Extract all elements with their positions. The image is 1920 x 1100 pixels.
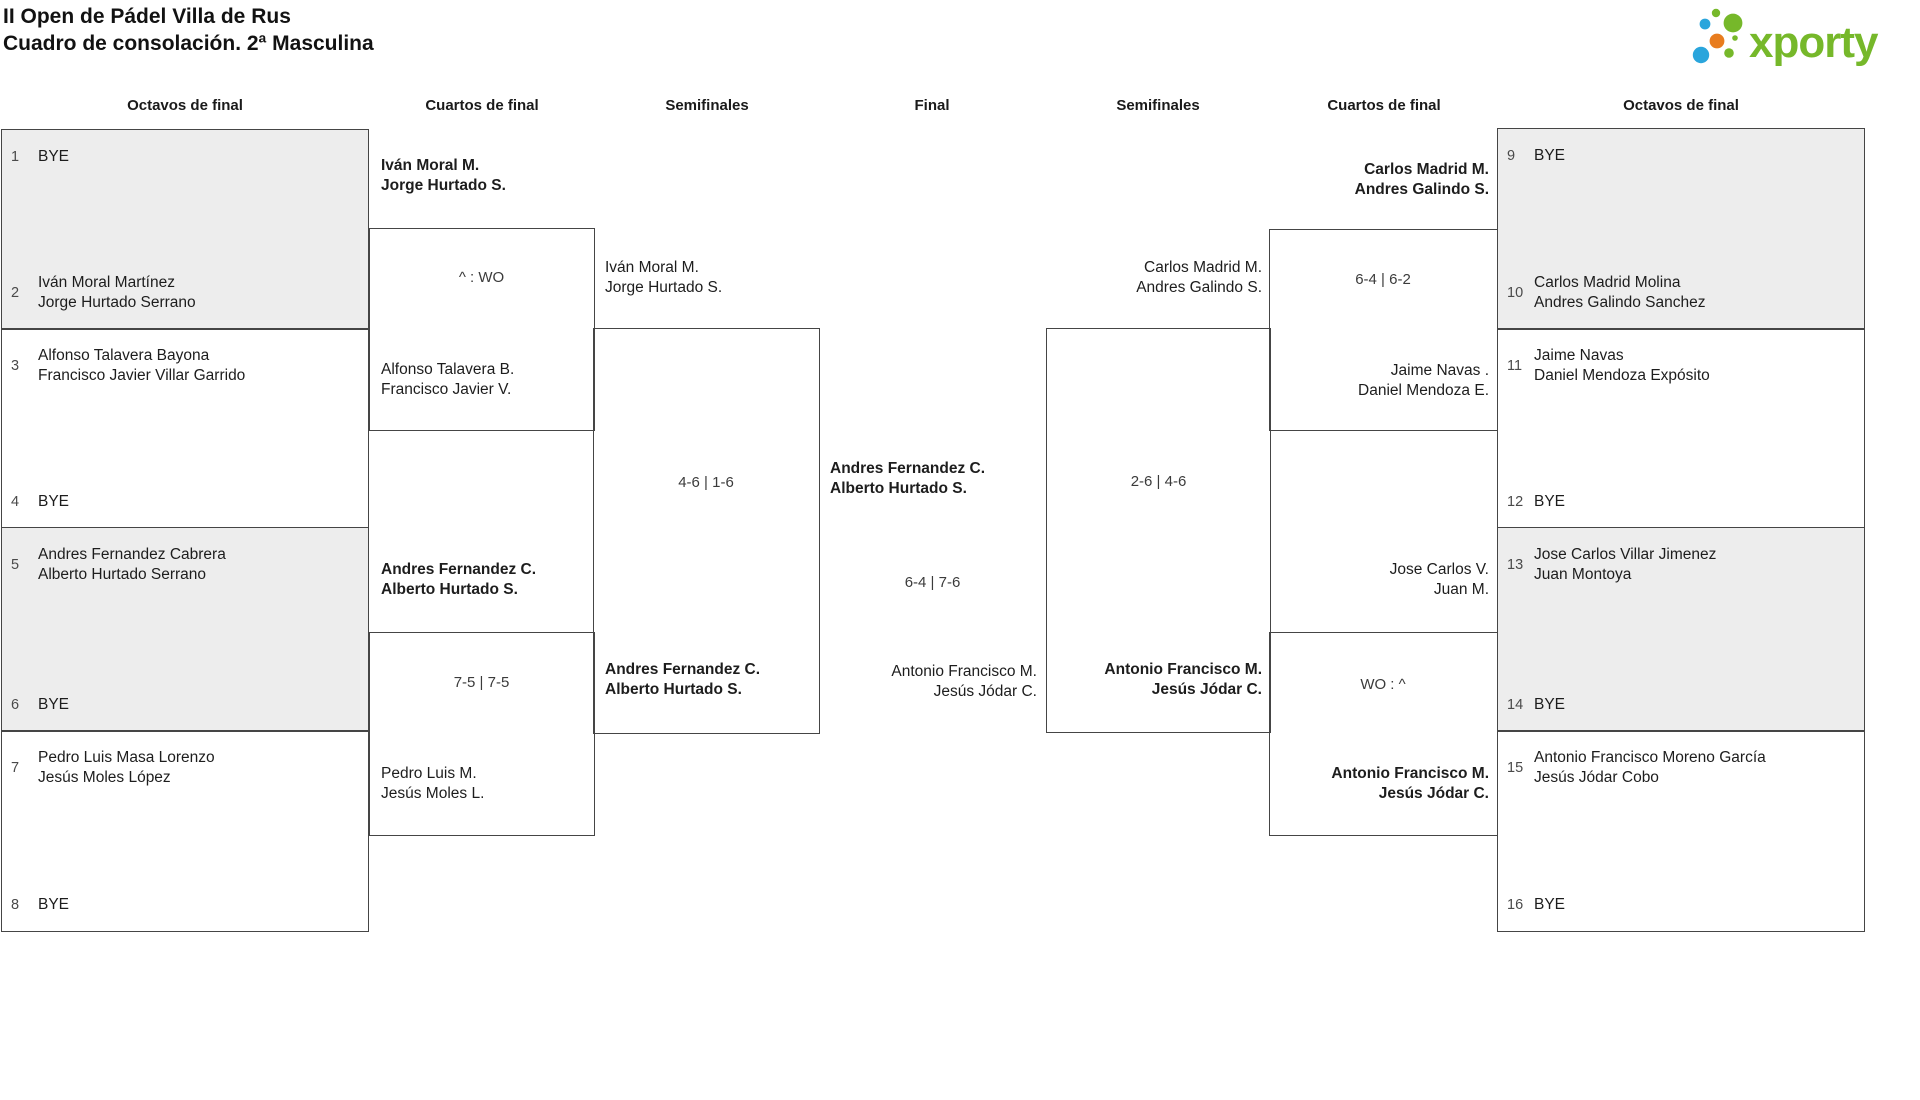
- team-slot: 9 BYE: [1498, 146, 1864, 166]
- match-box-r16-right-4: 15 Antonio Francisco Moreno García Jesús…: [1497, 730, 1865, 932]
- match-box-r16-right-1: 9 BYE 10 Carlos Madrid Molina Andres Gal…: [1497, 128, 1865, 330]
- seed-number: 15: [1507, 760, 1524, 776]
- team-name: Jaime Navas Daniel Mendoza Expósito: [1534, 347, 1710, 384]
- seed-number: 2: [11, 284, 20, 301]
- column-header-cuartos-left: Cuartos de final: [425, 97, 539, 114]
- team-slot: 2 Iván Moral Martínez Jorge Hurtado Serr…: [2, 273, 368, 313]
- column-header-octavos-left: Octavos de final: [127, 97, 243, 114]
- bracket-subtitle: Cuadro de consolación. 2ª Masculina: [3, 32, 374, 55]
- match-box-sf-right: [1046, 328, 1271, 733]
- team-name: Andres Fernandez Cabrera Alberto Hurtado…: [38, 546, 226, 583]
- team-name: Carlos Madrid Molina Andres Galindo Sanc…: [1534, 273, 1706, 311]
- team-slot: 7 Pedro Luis Masa Lorenzo Jesús Moles Ló…: [2, 748, 368, 788]
- sf-left-bottom-team: Andres Fernandez C. Alberto Hurtado S.: [605, 661, 761, 698]
- seed-number: 10: [1507, 284, 1524, 301]
- team-name: Iván Moral Martínez Jorge Hurtado Serran…: [38, 273, 196, 311]
- team-slot: 15 Antonio Francisco Moreno García Jesús…: [1498, 748, 1864, 788]
- team-slot: 12 BYE: [1498, 492, 1864, 512]
- sf-left-score: 4-6 | 1-6: [678, 474, 734, 491]
- page-title: II Open de Pádel Villa de Rus Cuadro de …: [3, 3, 374, 57]
- seed-number: 13: [1507, 557, 1524, 573]
- team-slot: 5 Andres Fernandez Cabrera Alberto Hurta…: [2, 545, 368, 585]
- column-header-semifinales-left: Semifinales: [665, 97, 749, 114]
- qf-left-1-top-team: Iván Moral M. Jorge Hurtado S.: [381, 157, 506, 194]
- seed-number: 14: [1507, 696, 1524, 713]
- xporty-logo: xporty: [1692, 8, 1880, 67]
- seed-number: 12: [1507, 493, 1524, 510]
- seed-number: 5: [11, 557, 20, 573]
- match-box-r16-left-2: 3 Alfonso Talavera Bayona Francisco Javi…: [1, 328, 369, 529]
- seed-number: 6: [11, 696, 20, 713]
- qf-right-1-bottom-team: Jaime Navas . Daniel Mendoza E.: [1358, 362, 1489, 399]
- qf-right-1-top-team: Carlos Madrid M. Andres Galindo S.: [1354, 161, 1489, 198]
- sf-right-score: 2-6 | 4-6: [1130, 473, 1187, 490]
- column-header-octavos-right: Octavos de final: [1623, 97, 1739, 114]
- column-header-semifinales-right: Semifinales: [1116, 97, 1200, 114]
- team-slot: 13 Jose Carlos Villar Jimenez Juan Monto…: [1498, 545, 1864, 585]
- team-name: BYE: [38, 896, 70, 913]
- match-box-r16-right-3: 13 Jose Carlos Villar Jimenez Juan Monto…: [1497, 527, 1865, 732]
- match-box-r16-left-3: 5 Andres Fernandez Cabrera Alberto Hurta…: [1, 527, 369, 732]
- seed-number: 11: [1507, 358, 1523, 374]
- logo-dots-icon: [1692, 8, 1743, 64]
- team-name: Alfonso Talavera Bayona Francisco Javier…: [38, 347, 246, 384]
- team-slot: 6 BYE: [2, 695, 368, 715]
- team-name: BYE: [1534, 492, 1566, 510]
- qf-left-2-top-team: Andres Fernandez C. Alberto Hurtado S.: [381, 561, 537, 598]
- column-header-cuartos-right: Cuartos de final: [1327, 97, 1441, 114]
- match-box-sf-left: [593, 328, 820, 734]
- final-top-team: Andres Fernandez C. Alberto Hurtado S.: [830, 460, 986, 497]
- team-slot: 11 Jaime Navas Daniel Mendoza Expósito: [1498, 346, 1864, 386]
- team-name: BYE: [38, 148, 70, 165]
- match-box-r16-right-2: 11 Jaime Navas Daniel Mendoza Expósito 1…: [1497, 328, 1865, 529]
- qf-left-1-score: ^ : WO: [458, 269, 505, 286]
- logo-wordmark: xporty: [1749, 18, 1879, 67]
- sf-right-top-team: Carlos Madrid M. Andres Galindo S.: [1136, 259, 1262, 296]
- team-name: BYE: [1534, 896, 1566, 913]
- seed-number: 4: [11, 493, 20, 510]
- qf-right-2-bottom-team: Antonio Francisco M. Jesús Jódar C.: [1331, 765, 1489, 802]
- team-name: Pedro Luis Masa Lorenzo Jesús Moles Lópe…: [38, 749, 215, 786]
- qf-right-1-score: 6-4 | 6-2: [1355, 271, 1411, 288]
- team-slot: 10 Carlos Madrid Molina Andres Galindo S…: [1498, 273, 1864, 313]
- match-box-r16-left-1: 1 BYE 2 Iván Moral Martínez Jorge Hurtad…: [1, 129, 369, 330]
- team-name: BYE: [38, 492, 70, 510]
- qf-right-2-top-team: Jose Carlos V. Juan M.: [1389, 561, 1489, 598]
- match-box-qf-right-2: [1269, 632, 1498, 836]
- seed-number: 3: [11, 358, 20, 374]
- column-header-final: Final: [914, 97, 950, 114]
- sf-left-top-team: Iván Moral M. Jorge Hurtado S.: [605, 259, 723, 296]
- tournament-title: II Open de Pádel Villa de Rus: [3, 5, 291, 28]
- seed-number: 8: [11, 897, 20, 913]
- team-slot: 3 Alfonso Talavera Bayona Francisco Javi…: [2, 346, 368, 386]
- seed-number: 7: [11, 760, 20, 776]
- qf-right-2-score: WO : ^: [1360, 676, 1406, 693]
- team-name: Antonio Francisco Moreno García Jesús Jó…: [1534, 749, 1766, 786]
- match-box-qf-left-2: [369, 632, 595, 836]
- team-name: BYE: [38, 695, 70, 713]
- team-slot: 8 BYE: [2, 895, 368, 915]
- qf-left-2-score: 7-5 | 7-5: [453, 674, 510, 691]
- team-name: BYE: [1534, 147, 1566, 164]
- team-name: Jose Carlos Villar Jimenez Juan Montoya: [1534, 546, 1717, 583]
- final-bottom-team: Antonio Francisco M. Jesús Jódar C.: [891, 663, 1037, 700]
- match-box-qf-left-1: [369, 228, 595, 431]
- seed-number: 16: [1507, 897, 1524, 913]
- team-slot: 1 BYE: [2, 147, 368, 167]
- team-slot: 16 BYE: [1498, 895, 1864, 915]
- match-box-qf-right-1: [1269, 229, 1498, 431]
- team-name: BYE: [1534, 695, 1566, 713]
- qf-left-2-bottom-team: Pedro Luis M. Jesús Moles L.: [381, 765, 485, 802]
- qf-left-1-bottom-team: Alfonso Talavera B. Francisco Javier V.: [381, 361, 515, 398]
- final-score: 6-4 | 7-6: [904, 574, 961, 591]
- seed-number: 9: [1507, 148, 1516, 164]
- team-slot: 14 BYE: [1498, 695, 1864, 715]
- match-box-r16-left-4: 7 Pedro Luis Masa Lorenzo Jesús Moles Ló…: [1, 730, 369, 932]
- seed-number: 1: [11, 149, 20, 165]
- sf-right-bottom-team: Antonio Francisco M. Jesús Jódar C.: [1104, 661, 1262, 698]
- team-slot: 4 BYE: [2, 492, 368, 512]
